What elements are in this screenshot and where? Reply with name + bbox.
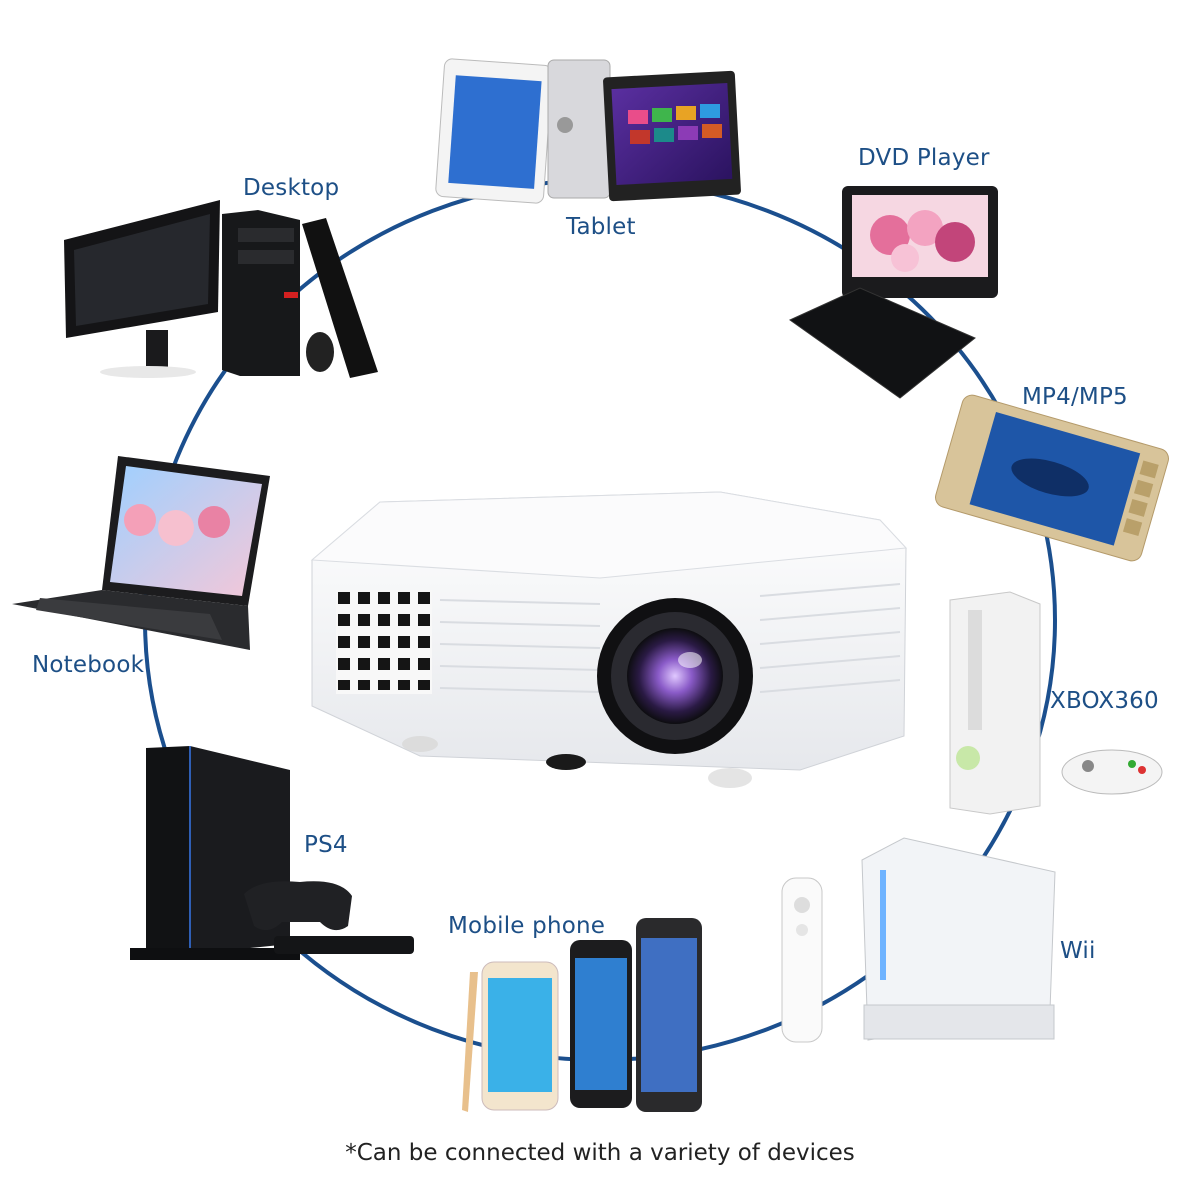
tablet-label: Tablet	[566, 214, 636, 240]
desktop-image	[64, 200, 378, 378]
wii-label: Wii	[1060, 938, 1096, 964]
xbox-controller-image	[1061, 749, 1163, 795]
wii-image	[781, 837, 1056, 1043]
dvd-player-image	[789, 186, 998, 399]
mobile-phone-label: Mobile phone	[448, 913, 606, 939]
notebook-label: Notebook	[32, 652, 145, 678]
notebook-image	[12, 456, 270, 650]
xbox360-image	[949, 591, 1163, 815]
ps4-controller-image	[244, 881, 352, 931]
mp4-player-image	[935, 394, 1169, 562]
tablet-image	[435, 58, 741, 204]
ps4-label: PS4	[304, 832, 348, 858]
xbox360-label: XBOX360	[1050, 688, 1159, 714]
ps4-image	[130, 746, 414, 960]
mobile-phones-image	[462, 918, 702, 1112]
projector-image	[310, 491, 908, 788]
footnote: *Can be connected with a variety of devi…	[345, 1140, 855, 1166]
wii-remote-image	[781, 877, 823, 1043]
mp4-mp5-label: MP4/MP5	[1022, 384, 1128, 410]
dvd-player-label: DVD Player	[858, 145, 990, 171]
desktop-label: Desktop	[243, 175, 340, 201]
